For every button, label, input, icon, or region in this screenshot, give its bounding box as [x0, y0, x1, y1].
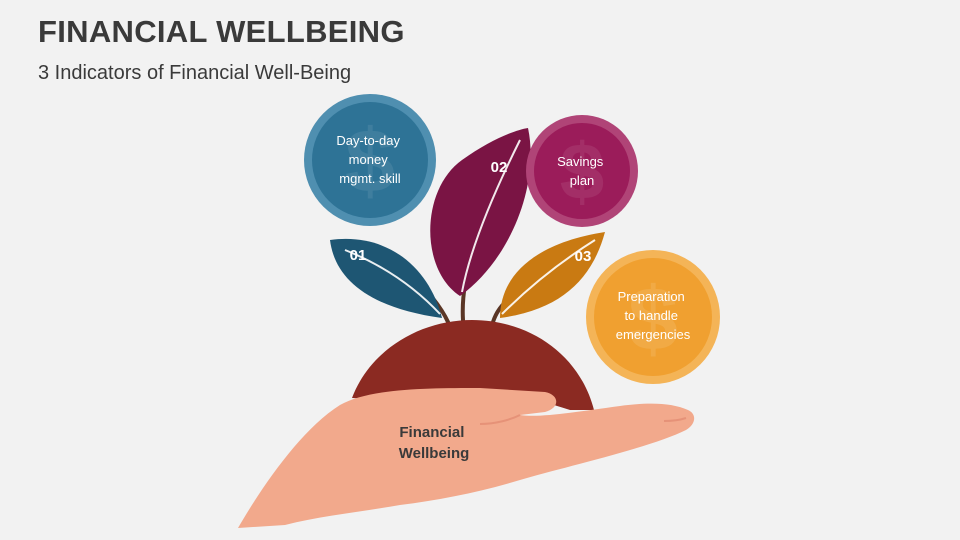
slide-title: FINANCIAL WELLBEING — [38, 14, 405, 49]
number-01: 01 — [350, 247, 367, 264]
coin-watermark-icon: $ — [560, 127, 605, 216]
number-02: 02 — [491, 159, 508, 176]
indicator-03-line-2: to handle — [624, 308, 678, 323]
indicator-03-line-1: Preparation — [618, 289, 685, 304]
indicator-01-line-1: Day-to-day — [336, 133, 400, 148]
indicator-02-label: Savings plan — [557, 154, 607, 188]
center-label-line-1: Financial — [399, 424, 464, 441]
number-03: 03 — [575, 248, 592, 265]
slide-subtitle: 3 Indicators of Financial Well-Being — [38, 62, 352, 84]
coin-watermark-icon: $ — [345, 112, 395, 212]
indicator-circle-01: $ Day-to-day money mgmt. skill — [304, 94, 436, 226]
indicator-circle-02: $ Savings plan — [526, 115, 638, 227]
indicator-01-line-3: mgmt. skill — [339, 171, 401, 186]
indicator-01-label: Day-to-day money mgmt. skill — [336, 133, 403, 186]
indicator-02-line-2: plan — [570, 173, 595, 188]
indicator-01-line-2: money — [349, 152, 389, 167]
leaf-01 — [330, 238, 442, 318]
indicator-03-label: Preparation to handle emergencies — [616, 289, 691, 342]
center-label-line-2: Wellbeing — [399, 445, 470, 462]
indicator-03-line-3: emergencies — [616, 327, 691, 342]
hand-shape — [238, 388, 695, 528]
indicator-02-line-1: Savings — [557, 154, 604, 169]
indicator-circle-03: $ Preparation to handle emergencies — [586, 250, 720, 384]
center-label: Financial Wellbeing — [399, 424, 470, 462]
soil-mound — [352, 320, 594, 410]
coin-watermark-icon: $ — [628, 270, 678, 370]
leaf-03 — [500, 232, 605, 318]
leaf-02 — [430, 128, 531, 296]
